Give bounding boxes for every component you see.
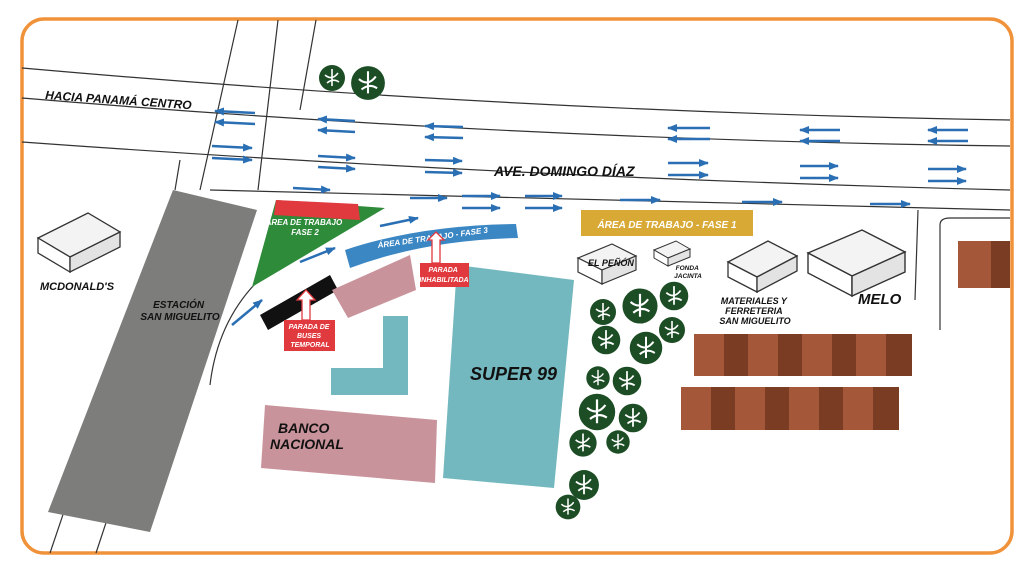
- work-area-phase2: [252, 200, 385, 287]
- building-teal-l: [331, 316, 408, 395]
- tree-icon: [658, 316, 686, 344]
- arrow-icon: [379, 215, 419, 228]
- temporary-stop-label: PARADA DE BUSES TEMPORAL: [289, 324, 332, 349]
- tree-icon: [568, 428, 598, 458]
- tree-icon: [628, 330, 664, 366]
- el-penon-label: EL PEÑÓN: [588, 257, 634, 268]
- disabled-stop-label: PARADA INHABILITADA: [419, 267, 468, 284]
- arrow-icon: [317, 126, 356, 135]
- station-label: ESTACIÓN SAN MIGUELITO: [140, 298, 219, 323]
- disabled-stop-pointer: [426, 231, 446, 264]
- station-platform: [48, 190, 257, 532]
- arrow-icon: [211, 155, 253, 164]
- banco-nacional-label: BANCO NACIONAL: [270, 420, 344, 452]
- building-pink-small: [332, 255, 416, 318]
- arrow-icon: [214, 118, 256, 127]
- road-label-avenue: AVE. DOMINGO DÍAZ: [493, 163, 635, 179]
- fonda-jacinta-building: [652, 240, 692, 267]
- tree-icon: [605, 429, 631, 455]
- tree-icon: [617, 402, 649, 434]
- arrow-icon: [214, 107, 256, 116]
- fonda-jacinta-label: FONDA JACINTA: [674, 265, 702, 280]
- arrow-icon: [292, 185, 331, 194]
- disabled-stop-box: [420, 263, 469, 287]
- tree-icon: [590, 324, 622, 356]
- melo-label: MELO: [858, 291, 902, 308]
- arrow-icon: [231, 299, 263, 326]
- tree-icon: [554, 493, 582, 521]
- tree-icon: [621, 287, 659, 325]
- house-block: [991, 241, 1010, 288]
- tree-icon: [568, 469, 600, 501]
- work-area-phase2-top: [274, 200, 360, 220]
- arrow-icon: [424, 168, 463, 177]
- arrow-icon: [317, 153, 356, 162]
- tree-icon: [611, 365, 643, 397]
- arrow-icon: [424, 122, 464, 131]
- arrow-icon: [424, 133, 464, 142]
- temporary-stop-pointer: [295, 289, 317, 321]
- super99-label: SUPER 99: [470, 364, 557, 384]
- super99-building: [443, 265, 574, 488]
- temporary-bus-stop: [260, 275, 338, 330]
- house-block: [958, 241, 991, 288]
- arrow-icon: [317, 115, 356, 124]
- arrow-icon: [424, 156, 463, 165]
- arrow-icon: [299, 246, 336, 264]
- tree-icon: [589, 298, 617, 326]
- mcdonalds-building: [36, 212, 122, 274]
- arrow-icon: [317, 164, 356, 173]
- traffic-arrows: [211, 107, 968, 326]
- el-penon-building: [576, 243, 638, 285]
- house-row-bottom: [681, 387, 899, 430]
- tree-icon: [585, 365, 611, 391]
- tree-icon: [658, 280, 690, 312]
- work-area-phase2-label: ÁREA DE TRABAJO FASE 2: [265, 218, 345, 237]
- tree-icon: [577, 392, 617, 432]
- work-area-phase1-label: ÁREA DE TRABAJO - FASE 1: [596, 218, 737, 231]
- hardware-store-building: [726, 240, 799, 294]
- tree-icon: [350, 65, 386, 101]
- mcdonalds-label: MCDONALD'S: [40, 281, 115, 293]
- banco-nacional-building: [261, 405, 437, 483]
- avenue-road: [21, 67, 1011, 211]
- house-row-top: [694, 334, 912, 376]
- arrow-icon: [211, 143, 253, 152]
- temporary-stop-box: [284, 320, 335, 351]
- melo-building: [806, 229, 907, 298]
- hardware-store-label: MATERIALES Y FERRETERIA SAN MIGUELITO: [719, 296, 790, 326]
- work-area-phase1: [581, 210, 753, 236]
- tree-icon: [318, 64, 346, 92]
